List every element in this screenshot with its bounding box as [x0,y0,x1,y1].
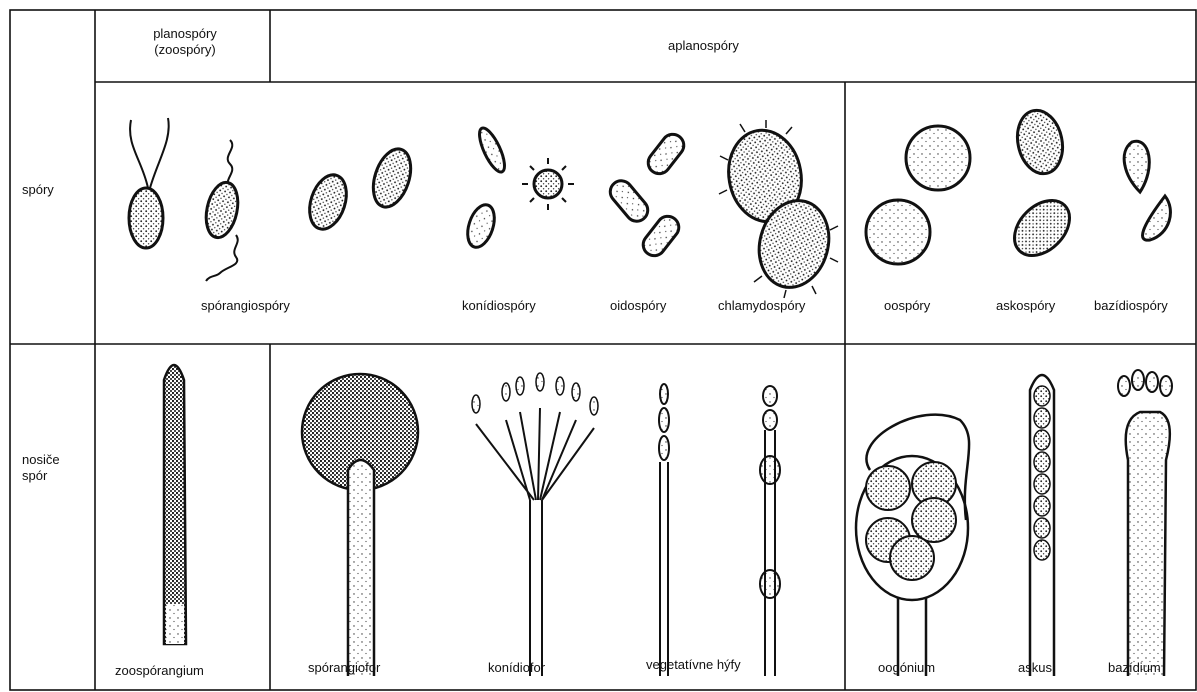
header-planospory-line1: planospóry [110,26,260,42]
label-askus: askus [1018,660,1052,676]
label-bazidium: bazídium [1108,660,1161,676]
ascus-drawing [1030,375,1054,676]
label-zoosporangium: zoospórangium [115,663,204,679]
row-label-nosice-line2: spór [22,468,60,484]
label-askospory: askospóry [996,298,1055,314]
label-vegetativne-hyfy: vegetatívne hýfy [646,657,741,673]
label-sporangiospory: spórangiospóry [201,298,290,314]
label-chlamydospory: chlamydospóry [718,298,805,314]
header-planospory: planospóry (zoospóry) [110,26,260,58]
zoospore-two-flagella [129,118,169,248]
sporangiospores [303,144,417,234]
table-grid [10,10,1196,690]
chlamydospores [719,120,838,298]
label-konidiofor: konídiofor [488,660,545,676]
basidiospores [1124,141,1170,240]
sporangiophore-drawing [302,374,418,676]
zoosporangium-drawing [164,365,186,644]
ascospores [1004,106,1080,266]
label-sporangiofor: spórangiofor [308,660,380,676]
header-planospory-line2: (zoospóry) [110,42,260,58]
label-konidiospory: konídiospóry [462,298,536,314]
label-oogonium: oogónium [878,660,935,676]
row-label-nosice-line1: nosiče [22,452,60,468]
vegetative-hyphae-drawing [659,384,780,676]
label-oidospory: oidospóry [610,298,666,314]
label-oospory: oospóry [884,298,930,314]
conidiospores [463,125,574,251]
oidiospores [606,130,688,260]
label-bazidiospory: bazídiospóry [1094,298,1168,314]
row-label-spory: spóry [22,182,54,198]
basidium-drawing [1118,370,1172,676]
header-aplanospory: aplanospóry [668,38,739,54]
row-label-nosice: nosiče spór [22,452,60,484]
zoospore-whiplash-flagellum [202,140,243,281]
oospores [866,126,970,264]
conidiophore-drawing [472,373,598,676]
oogonium-drawing [856,415,969,676]
